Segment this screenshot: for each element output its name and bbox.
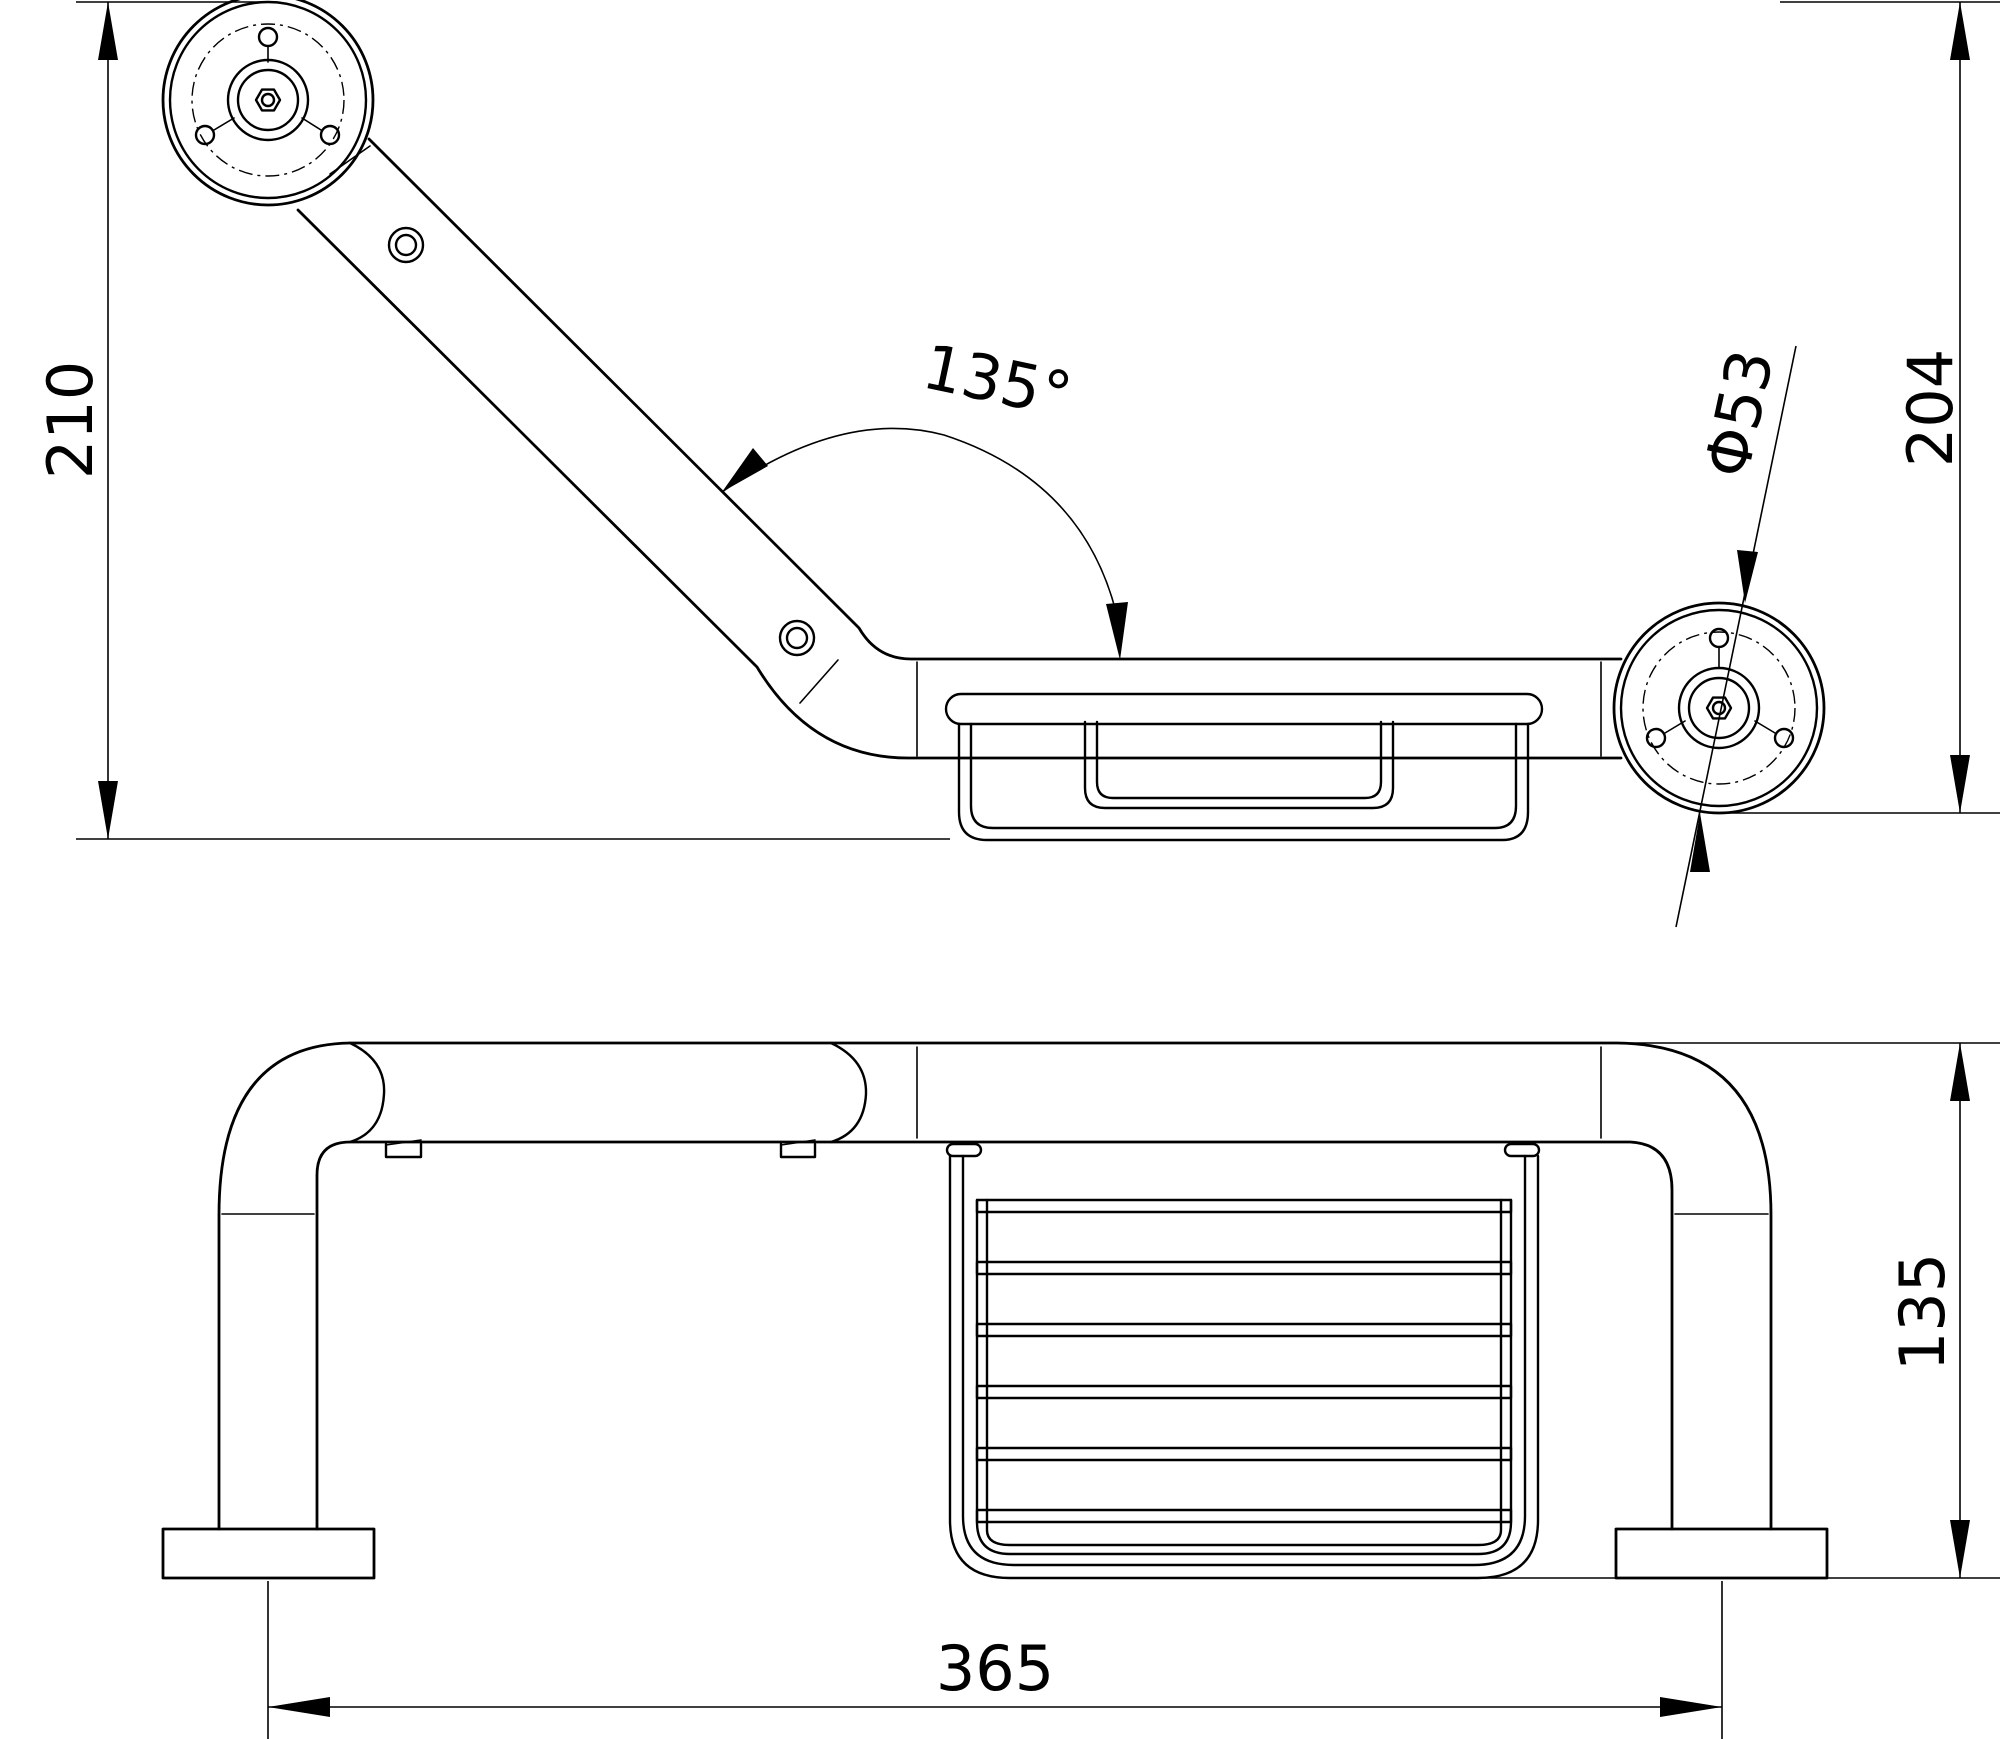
dimension-flange-diameter: Φ53	[1675, 343, 1797, 928]
rail-height-label: 204	[1894, 349, 1967, 467]
right-wall-plate	[1614, 1527, 1829, 1580]
left-flange	[161, 0, 375, 207]
total-height-label: 210	[34, 361, 107, 479]
right-flange	[1612, 601, 1826, 815]
dimension-projection: 135	[1478, 1042, 2000, 1579]
dimension-rail-height: 204	[1720, 1, 2000, 814]
diagonal-arm	[296, 137, 1623, 760]
dimension-angle: 135°	[721, 330, 1128, 660]
dimension-total-height: 210	[34, 1, 950, 840]
length-label: 365	[936, 1632, 1054, 1705]
front-view: 210 204 135° Φ53	[34, 0, 2000, 928]
basket-top	[945, 1142, 1541, 1580]
basket-front	[944, 692, 1544, 842]
angle-label: 135°	[917, 330, 1078, 432]
top-view: 135 365	[161, 1041, 2000, 1739]
basket-slats	[975, 1198, 1513, 1524]
left-wall-plate	[161, 1527, 376, 1580]
projection-label: 135	[1886, 1253, 1959, 1371]
dimension-length: 365	[267, 1581, 1723, 1739]
flange-diameter-label: Φ53	[1690, 343, 1788, 483]
